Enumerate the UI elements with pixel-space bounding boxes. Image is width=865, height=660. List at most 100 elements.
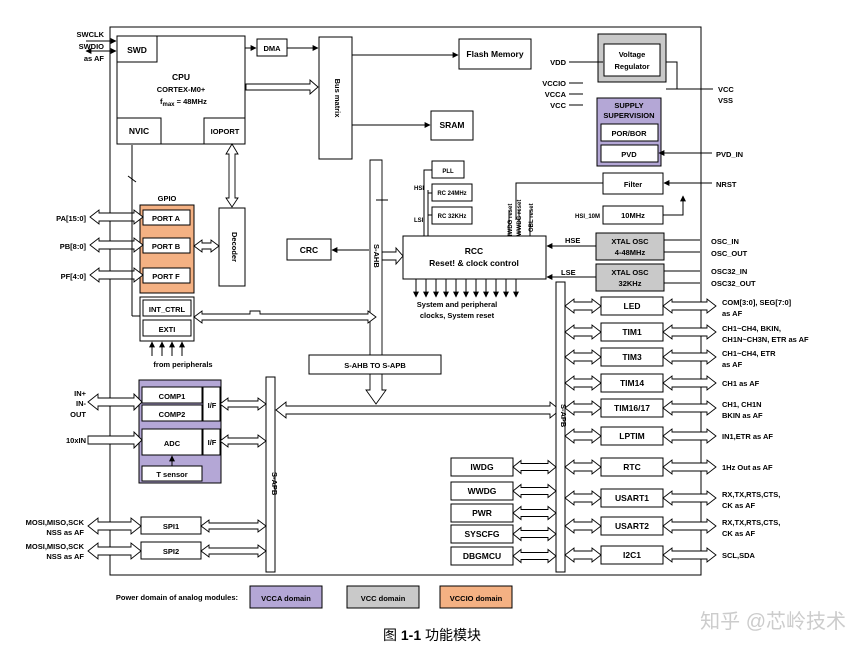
- pin-pvd-in: PVD_IN: [716, 150, 743, 159]
- apb-link-arrow: [512, 483, 557, 499]
- sram-label: SRAM: [439, 120, 464, 130]
- pll-label: PLL: [442, 169, 454, 175]
- pin-link-arrow: [662, 459, 717, 475]
- exti-label: EXTI: [159, 325, 176, 334]
- peripheral-name: WWDG: [468, 486, 497, 496]
- flash-label: Flash Memory: [466, 49, 523, 59]
- decoder-block: [218, 207, 246, 287]
- apb-link-arrow: [512, 459, 557, 475]
- rc24-label: RC 24MHz: [437, 191, 466, 197]
- gpio-decoder-arrow: [193, 239, 220, 253]
- legend-vcc-swatch: [346, 585, 420, 609]
- peripheral-signal: CH1N~CH3N, ETR as AF: [722, 335, 809, 344]
- bus-matrix-label: Bus matrix: [333, 79, 342, 119]
- ahb-to-apb-label: S-AHB TO S-APB: [344, 361, 406, 370]
- spi2-apb-arrow: [200, 544, 267, 558]
- wwdg-reset-label: WWDG reset: [517, 200, 523, 236]
- pin-swclk: SWCLK: [77, 30, 105, 39]
- pvd-block: [600, 144, 659, 163]
- crc-label: CRC: [300, 245, 318, 255]
- rc32-label: RC 32KHz: [438, 214, 467, 220]
- peripheral-name: USART2: [615, 521, 649, 531]
- peripheral-signal: COM[3:0], SEG[7:0]: [722, 298, 792, 307]
- pin-osc32-in: OSC32_IN: [711, 267, 747, 276]
- peripheral-name: IWDG: [470, 462, 494, 472]
- port-f-label: PORT F: [152, 272, 180, 281]
- cpu-bus-arrow: [245, 79, 319, 95]
- adc-label: ADC: [164, 439, 181, 448]
- ioport-label: IOPORT: [211, 127, 240, 136]
- port-arrows: [89, 209, 144, 283]
- apb-link-arrow: [512, 526, 557, 542]
- caption-text: 功能模块: [421, 627, 481, 643]
- pin-pf: PF[4:0]: [61, 272, 87, 281]
- port-pin-arrow: [89, 237, 144, 253]
- pin-vss-right: VSS: [718, 96, 733, 105]
- port-a-label: PORT A: [152, 214, 181, 223]
- peripheral-name: LPTIM: [619, 431, 645, 441]
- spi1-apb-arrow: [200, 519, 267, 533]
- int-ctrl-label: INT_CTRL: [149, 305, 186, 314]
- cpu-label: CPU: [172, 72, 190, 82]
- ioport-decoder-arrow: [225, 143, 239, 208]
- voltage-regulator-block: [603, 43, 661, 77]
- peripheral-name: TIM14: [620, 378, 644, 388]
- peripheral-signal: CH1, CH1N: [722, 400, 762, 409]
- fmax-value: 48MHz: [183, 97, 207, 106]
- pin-swd-af: as AF: [84, 54, 105, 63]
- pin-spi2-1: MOSI,MISO,SCK: [26, 542, 85, 551]
- s-apb-right-label: S-APB: [559, 404, 568, 428]
- ahb-to-apb-block: [308, 354, 442, 375]
- caption-prefix: 图: [383, 627, 401, 643]
- pin-link-arrow: [662, 490, 717, 506]
- s-apb-right-bus: [555, 281, 566, 573]
- watermark: 知乎 @芯岭技术: [700, 610, 846, 633]
- pin-out: OUT: [70, 410, 86, 419]
- peripheral-signal: CH1 as AF: [722, 379, 760, 388]
- por-bor-label: POR/BOR: [611, 129, 647, 138]
- sys-reset-label-1: System and peripheral: [417, 300, 497, 309]
- tsensor-label: T sensor: [156, 470, 187, 479]
- fmax-label: fmax = 48MHz: [160, 97, 207, 108]
- peripheral-name: TIM3: [622, 352, 642, 362]
- comp-apb-arrow: [219, 397, 267, 411]
- pin-vcc-left: VCC: [550, 101, 566, 110]
- nvic-block: [116, 117, 162, 145]
- lse-label: LSE: [561, 268, 576, 277]
- comp-if-label: I/F: [208, 401, 217, 410]
- adc-apb-arrow: [219, 434, 267, 448]
- spi1-label: SPI1: [163, 522, 179, 531]
- legend-vccio-swatch: [439, 585, 513, 609]
- pin-osc32-out: OSC32_OUT: [711, 279, 756, 288]
- cpu-core-label: CORTEX-M0+: [157, 85, 206, 94]
- pin-in-minus: IN-: [76, 399, 87, 408]
- peripheral-name: TIM1: [622, 327, 642, 337]
- supply-label-2: SUPERVISION: [603, 111, 654, 120]
- peripheral-wwdg: WWDG: [450, 481, 557, 501]
- peripheral-signal: as AF: [722, 309, 743, 318]
- port-pin-arrow: [89, 209, 144, 225]
- pin-link-arrow: [662, 375, 717, 391]
- peripheral-signal: CH1~CH4, BKIN,: [722, 324, 781, 333]
- pin-link-arrow: [662, 324, 717, 340]
- flash-block: [458, 38, 532, 70]
- s-apb-left-bus: [265, 376, 276, 573]
- pin-pa: PA[15:0]: [56, 214, 86, 223]
- nvic-break-mark: [127, 175, 137, 183]
- spi2-label: SPI2: [163, 547, 179, 556]
- pin-spi1-2: NSS as AF: [46, 528, 84, 537]
- adc-block: [141, 428, 203, 456]
- peripheral-dbgmcu: DBGMCU: [450, 546, 557, 566]
- adc-if-block: [202, 428, 221, 456]
- pin-swdio: SWDIO: [79, 42, 105, 51]
- mhz10-label: 10MHz: [621, 211, 645, 220]
- gpio-label: GPIO: [158, 194, 177, 203]
- peripheral-name: PWR: [472, 508, 492, 518]
- apb-link-arrow: [512, 548, 557, 564]
- peripheral-name: DBGMCU: [463, 551, 501, 561]
